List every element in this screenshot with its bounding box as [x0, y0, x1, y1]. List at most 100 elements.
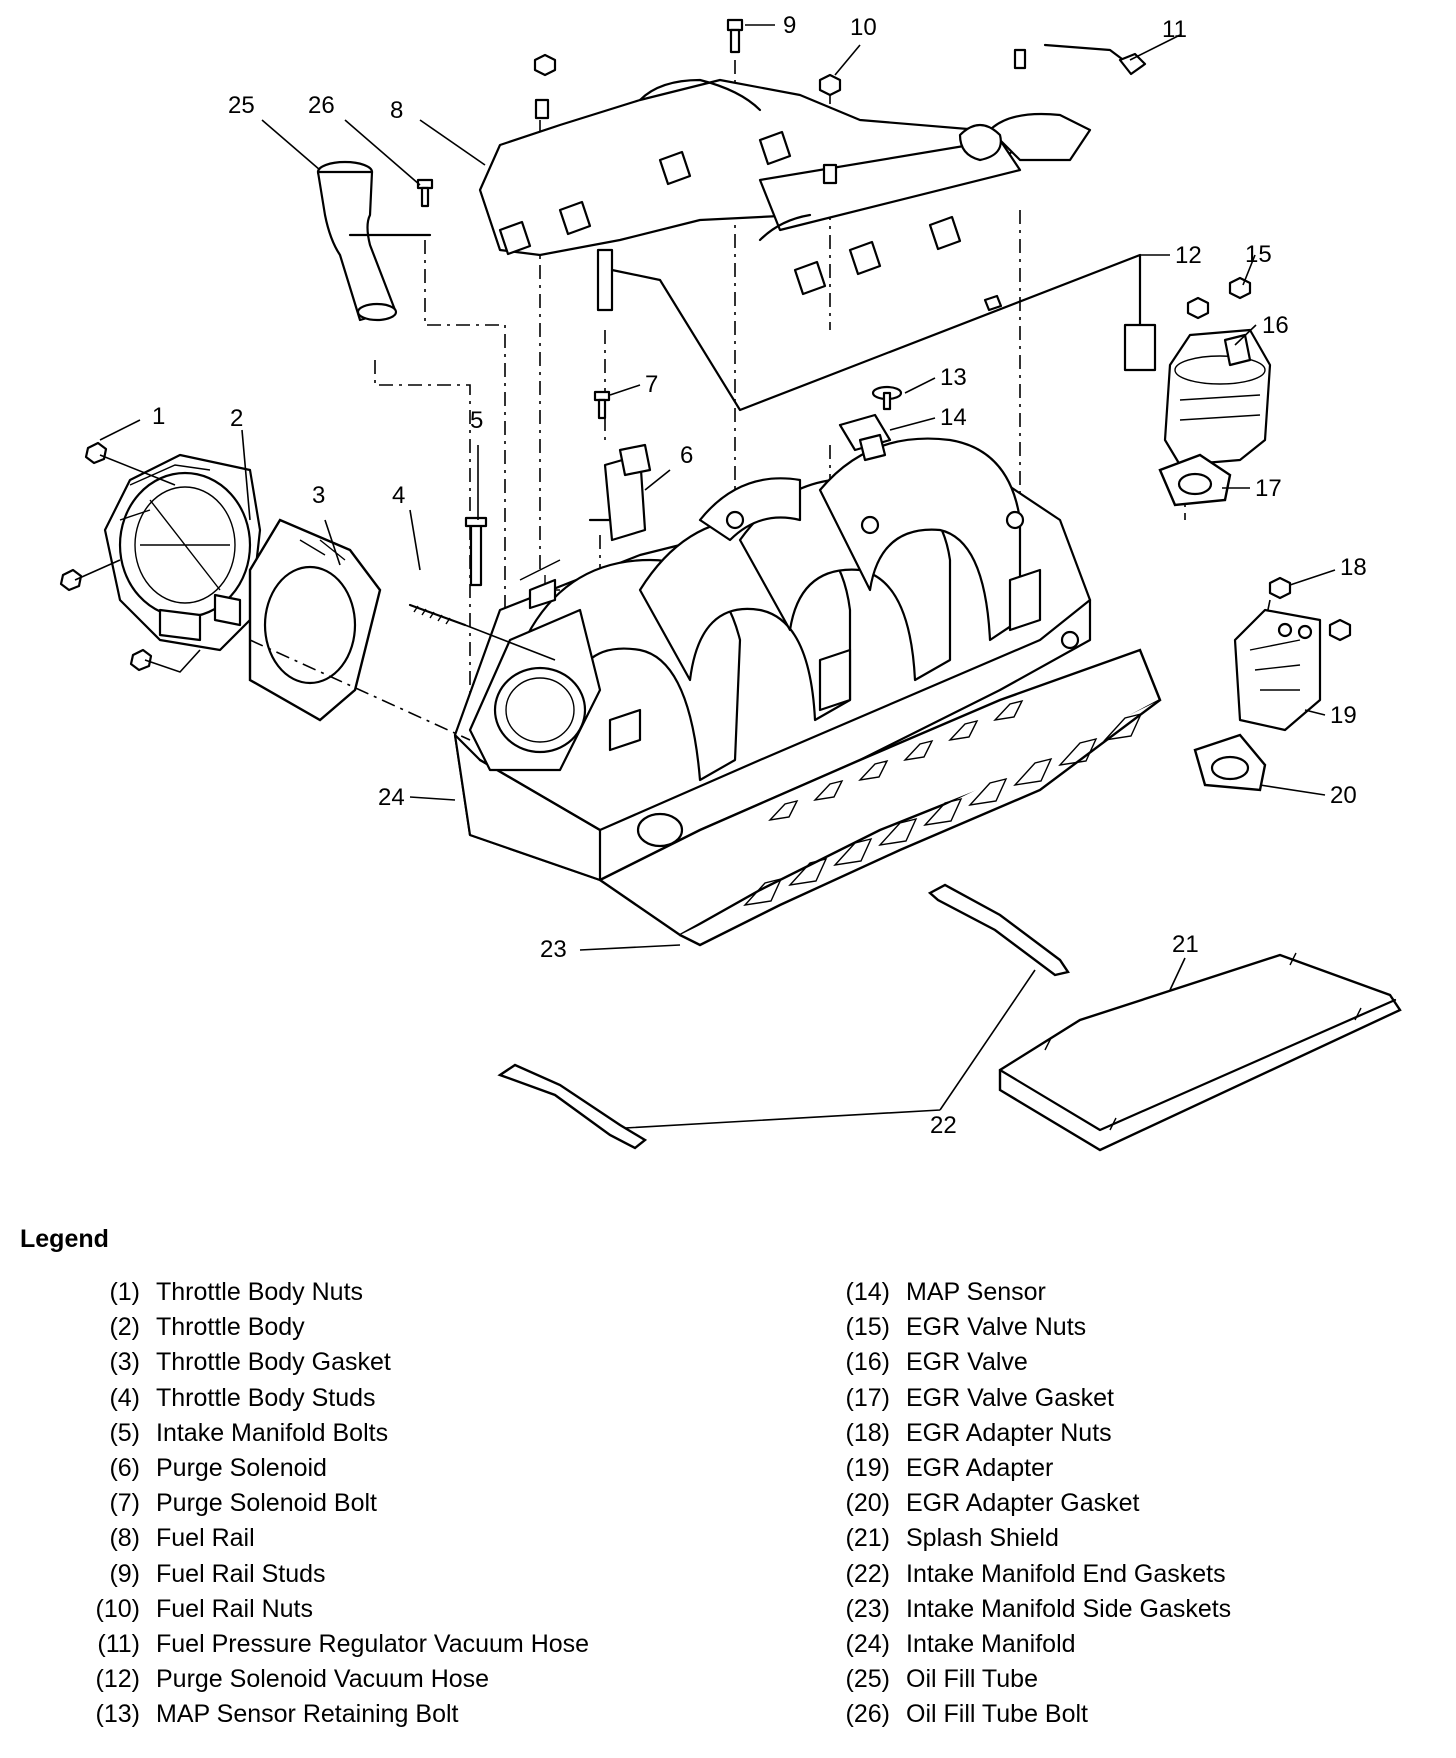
legend-item-label: Oil Fill Tube	[906, 1665, 1038, 1694]
callout-2: 2	[230, 405, 243, 432]
fuel-rail	[478, 78, 1092, 296]
legend-title: Legend	[20, 1225, 109, 1253]
callout-9: 9	[783, 12, 796, 39]
callout-13: 13	[940, 364, 967, 391]
legend-item-number: (12)	[95, 1665, 140, 1694]
legend-item: (17)EGR Valve Gasket	[822, 1381, 1231, 1416]
legend-item-label: Purge Solenoid Vacuum Hose	[156, 1665, 490, 1694]
legend-item-number: (5)	[109, 1418, 140, 1447]
leader-lines	[99, 24, 1336, 1129]
exploded-view-diagram: 1 2 3 4 5 6 7 8 9 10 11 12 13 14 15 16 1…	[59, 12, 1402, 1152]
legend-item-label: Fuel Rail Nuts	[156, 1594, 313, 1623]
legend-item-number: (11)	[97, 1629, 140, 1658]
legend-item-label: Throttle Body Gasket	[156, 1348, 391, 1377]
fuel-rail-studs	[726, 18, 1027, 70]
throttle-body	[103, 453, 262, 652]
callout-5: 5	[470, 407, 483, 434]
legend-item-number: (13)	[95, 1700, 140, 1729]
legend-item: (11) Fuel Pressure Regulator Vacuum Hose	[70, 1627, 589, 1662]
legend-item-label: EGR Valve	[906, 1348, 1028, 1377]
legend-item-number: (17)	[845, 1383, 890, 1412]
callout-12: 12	[1175, 242, 1202, 269]
callout-22: 22	[930, 1112, 957, 1139]
legend-item: (15)EGR Valve Nuts	[822, 1310, 1231, 1345]
legend-item-label: Purge Solenoid	[156, 1453, 327, 1482]
legend-item: (12) Purge Solenoid Vacuum Hose	[70, 1662, 589, 1697]
legend-item-number: (10)	[95, 1594, 140, 1623]
legend-item: (18) EGR Adapter Nuts	[822, 1416, 1231, 1451]
legend-item: (26) Oil Fill Tube Bolt	[822, 1697, 1231, 1732]
legend-item-number: (23)	[845, 1594, 890, 1623]
legend-item-number: (20)	[845, 1489, 890, 1518]
legend-item-number: (26)	[845, 1700, 890, 1729]
legend-item-label: Fuel Pressure Regulator Vacuum Hose	[156, 1629, 590, 1658]
throttle-body-studs	[249, 603, 556, 741]
legend-item: (7) Purge Solenoid Bolt	[70, 1486, 589, 1521]
callout-18: 18	[1340, 554, 1367, 581]
legend-column-left: (1)Throttle Body Nuts(2)Throttle Body(3)…	[70, 1275, 590, 1732]
legend-item-number: (22)	[845, 1559, 890, 1588]
callout-26: 26	[308, 92, 335, 119]
legend-item-number: (18)	[845, 1418, 890, 1447]
intake-manifold-end-gaskets	[497, 883, 1070, 1150]
egr-adapter-gasket	[1193, 733, 1267, 792]
throttle-body-gasket	[248, 518, 382, 722]
egr-adapter-nuts	[1268, 576, 1352, 642]
purge-solenoid-vacuum-hose	[596, 248, 1157, 412]
legend-item-number: (3)	[109, 1348, 140, 1377]
legend-item-label: EGR Adapter Nuts	[906, 1418, 1112, 1447]
legend-item-number: (9)	[109, 1559, 140, 1588]
legend-item: (19)EGR Adapter	[822, 1451, 1231, 1486]
legend-item-number: (14)	[845, 1278, 890, 1306]
legend-column-right: (14) MAP Sensor (15)EGR Valve Nuts(16)EGR …	[822, 1275, 1232, 1732]
oil-fill-tube	[316, 160, 432, 322]
legend-item: (4)Throttle Body Studs	[70, 1381, 589, 1416]
legend: Legend (1)Throttle Body Nuts(2)Throttle …	[0, 1225, 1456, 1758]
callout-24: 24	[378, 784, 405, 811]
callout-6: 6	[680, 442, 693, 469]
purge-solenoid	[588, 443, 652, 542]
legend-item-label: EGR Adapter Gasket	[906, 1489, 1140, 1518]
legend-item-number: (6)	[109, 1453, 140, 1482]
legend-item-label: Purge Solenoid Bolt	[156, 1489, 377, 1518]
legend-item-label: Throttle Body Nuts	[156, 1278, 364, 1306]
intake-manifold	[453, 437, 1092, 882]
legend-item: (9) Fuel Rail Studs	[70, 1557, 589, 1592]
legend-item: (16)EGR Valve	[822, 1345, 1231, 1380]
intake-manifold-bolts	[464, 516, 488, 587]
egr-adapter	[1233, 608, 1322, 732]
legend-item-label: Fuel Rail	[156, 1524, 255, 1553]
fuel-rail-nuts	[533, 53, 842, 185]
callout-4: 4	[392, 482, 405, 509]
callout-21: 21	[1172, 931, 1199, 958]
legend-item-label: Fuel Rail Studs	[156, 1559, 326, 1588]
legend-item: (3) Throttle Body Gasket	[70, 1345, 589, 1380]
callout-labels: 1 2 3 4 5 6 7 8 9 10 11 12 13 14 15 16 1…	[152, 12, 1367, 1139]
legend-item: (5)Intake Manifold Bolts	[70, 1416, 589, 1451]
callout-14: 14	[940, 404, 967, 431]
legend-item: (25) Oil Fill Tube	[822, 1662, 1231, 1697]
callout-25: 25	[228, 92, 255, 119]
legend-item: (20) EGR Adapter Gasket	[822, 1486, 1231, 1521]
legend-item-label: MAP Sensor Retaining Bolt	[156, 1700, 459, 1729]
oil-fill-tube-bolt	[416, 178, 434, 208]
legend-item-number: (7)	[109, 1489, 140, 1518]
legend-item-number: (4)	[109, 1383, 140, 1412]
egr-valve	[1163, 328, 1272, 467]
legend-item: (1)Throttle Body Nuts	[70, 1275, 589, 1310]
legend-item: (14) MAP Sensor	[822, 1275, 1231, 1310]
legend-item-number: (25)	[845, 1665, 890, 1694]
callout-1: 1	[152, 403, 165, 430]
throttle-body-nuts	[59, 441, 201, 673]
legend-item-number: (19)	[845, 1453, 890, 1482]
legend-item-number: (21)	[845, 1524, 890, 1553]
legend-item-label: Intake Manifold End Gaskets	[906, 1559, 1226, 1588]
legend-item: (21)Splash Shield	[822, 1521, 1231, 1556]
callout-16: 16	[1262, 312, 1289, 339]
legend-item-number: (15)	[845, 1313, 890, 1342]
legend-item: (24)Intake Manifold	[822, 1627, 1231, 1662]
legend-item-label: Intake Manifold Side Gaskets	[906, 1594, 1232, 1623]
legend-item-label: MAP Sensor	[906, 1278, 1046, 1306]
callout-11: 11	[1162, 16, 1187, 43]
legend-item-label: Oil Fill Tube Bolt	[906, 1700, 1089, 1729]
